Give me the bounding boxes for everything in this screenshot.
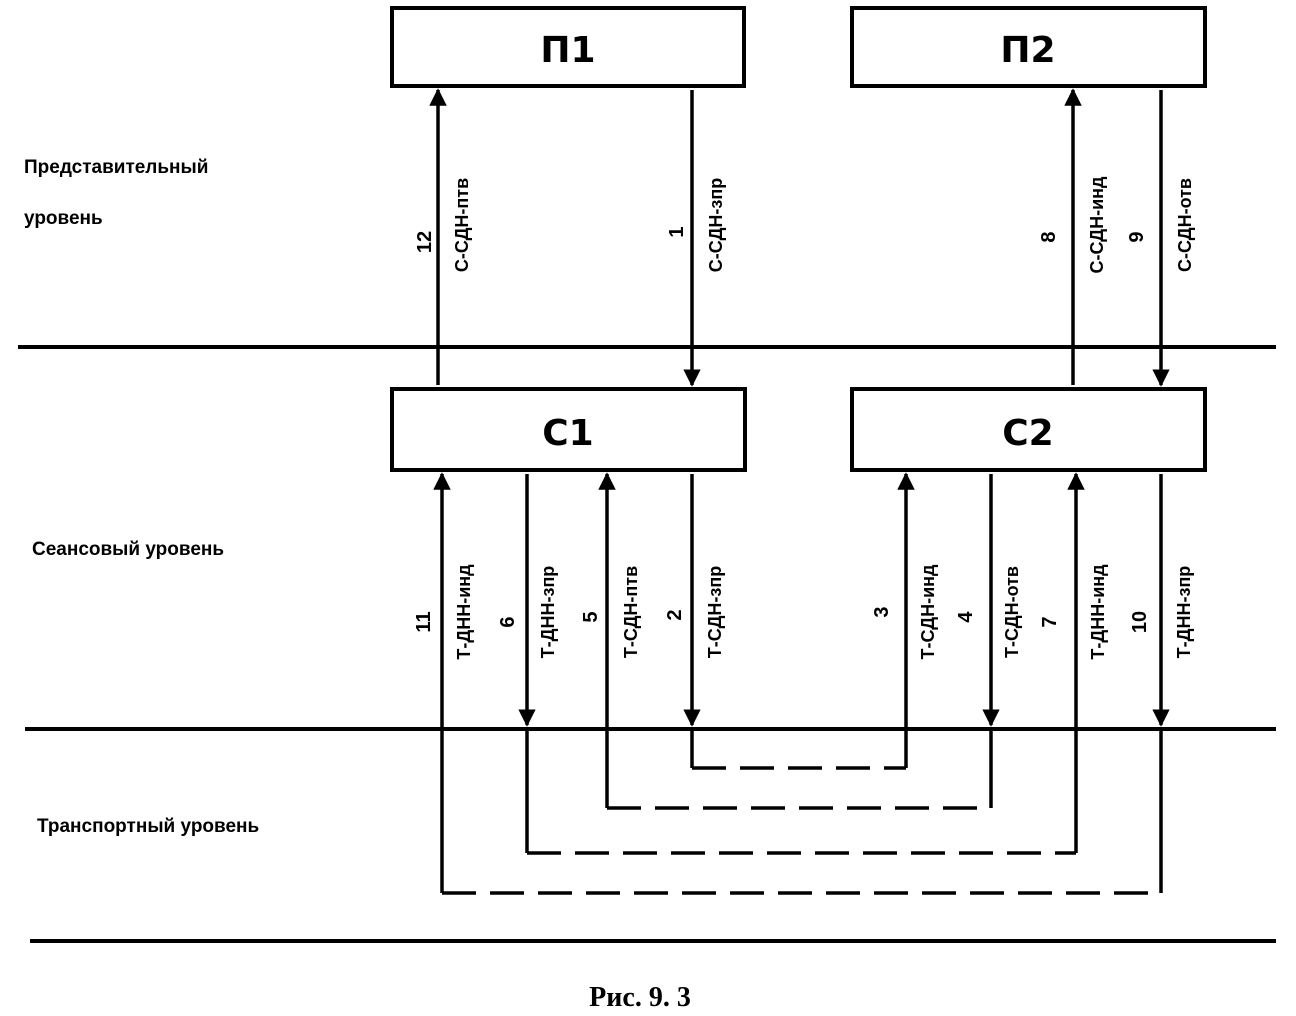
label-primitive-8: 8 С-СДН-инд xyxy=(1038,176,1107,274)
label-primitive-2: 2 Т-СДН-зпр xyxy=(664,566,725,658)
primitive-6-name: Т-ДНН-зпр xyxy=(538,566,558,659)
primitive-4-number: 4 xyxy=(955,611,977,623)
transport-connection-5-4 xyxy=(607,729,993,810)
session-level-label: Сеансовый уровень xyxy=(32,539,224,560)
box-c2: С2 xyxy=(850,387,1207,472)
primitive-2-name: Т-СДН-зпр xyxy=(705,566,725,658)
primitive-5-name: Т-СДН-птв xyxy=(621,566,641,658)
primitive-12-name: С-СДН-птв xyxy=(452,178,472,272)
primitive-8-number: 8 xyxy=(1038,231,1060,242)
primitive-2-number: 2 xyxy=(664,609,686,620)
figure-caption: Рис. 9. 3 xyxy=(589,982,691,1013)
primitive-1-number: 1 xyxy=(666,226,688,237)
label-primitive-11: 11 Т-ДНН-инд xyxy=(413,564,474,660)
box-p2-label: П2 xyxy=(1000,30,1055,71)
primitive-7-name: Т-ДНН-инд xyxy=(1088,564,1108,660)
primitive-6-number: 6 xyxy=(497,616,519,627)
box-p1-label: П1 xyxy=(540,30,595,71)
transport-connection-10-11 xyxy=(442,729,1163,895)
primitive-3-number: 3 xyxy=(871,606,893,617)
presentation-level-label-line1: Представительный xyxy=(24,157,208,178)
label-primitive-9: 9 С-СДН-отв xyxy=(1126,178,1195,272)
primitive-12-number: 12 xyxy=(414,231,436,253)
primitive-5-number: 5 xyxy=(580,611,602,622)
label-primitive-10: 10 Т-ДНН-зпр xyxy=(1129,566,1194,659)
label-primitive-12: 12 С-СДН-птв xyxy=(414,178,472,272)
box-p2: П2 xyxy=(850,6,1207,88)
label-primitive-1: 1 С-СДН-зпр xyxy=(666,178,726,272)
primitive-11-name: Т-ДНН-инд xyxy=(454,564,474,660)
primitive-9-name: С-СДН-отв xyxy=(1175,178,1195,272)
label-primitive-5: 5 Т-СДН-птв xyxy=(580,566,641,658)
primitive-11-number: 11 xyxy=(413,611,435,632)
primitive-3-name: Т-СДН-инд xyxy=(918,564,938,660)
transport-level-label: Транспортный уровень xyxy=(37,816,259,837)
label-primitive-3: 3 Т-СДН-инд xyxy=(871,564,938,660)
primitive-10-name: Т-ДНН-зпр xyxy=(1174,566,1194,659)
primitive-4-name: Т-СДН-отв xyxy=(1002,566,1022,658)
box-c2-label: С2 xyxy=(1002,413,1053,454)
primitive-9-number: 9 xyxy=(1126,231,1148,242)
box-p1: П1 xyxy=(390,6,746,88)
transport-connection-2-3 xyxy=(690,729,906,770)
label-primitive-4: 4 Т-СДН-отв xyxy=(955,566,1022,658)
label-primitive-7: 7 Т-ДНН-инд xyxy=(1039,564,1108,660)
primitive-8-name: С-СДН-инд xyxy=(1087,176,1107,274)
primitive-10-number: 10 xyxy=(1129,611,1151,633)
presentation-level-label-line2: уровень xyxy=(24,208,103,229)
primitive-1-name: С-СДН-зпр xyxy=(706,178,726,272)
primitive-7-number: 7 xyxy=(1039,616,1061,627)
transport-connection-6-7 xyxy=(525,729,1076,855)
label-primitive-6: 6 Т-ДНН-зпр xyxy=(497,566,558,659)
box-c1: С1 xyxy=(390,387,747,472)
box-c1-label: С1 xyxy=(542,413,593,454)
